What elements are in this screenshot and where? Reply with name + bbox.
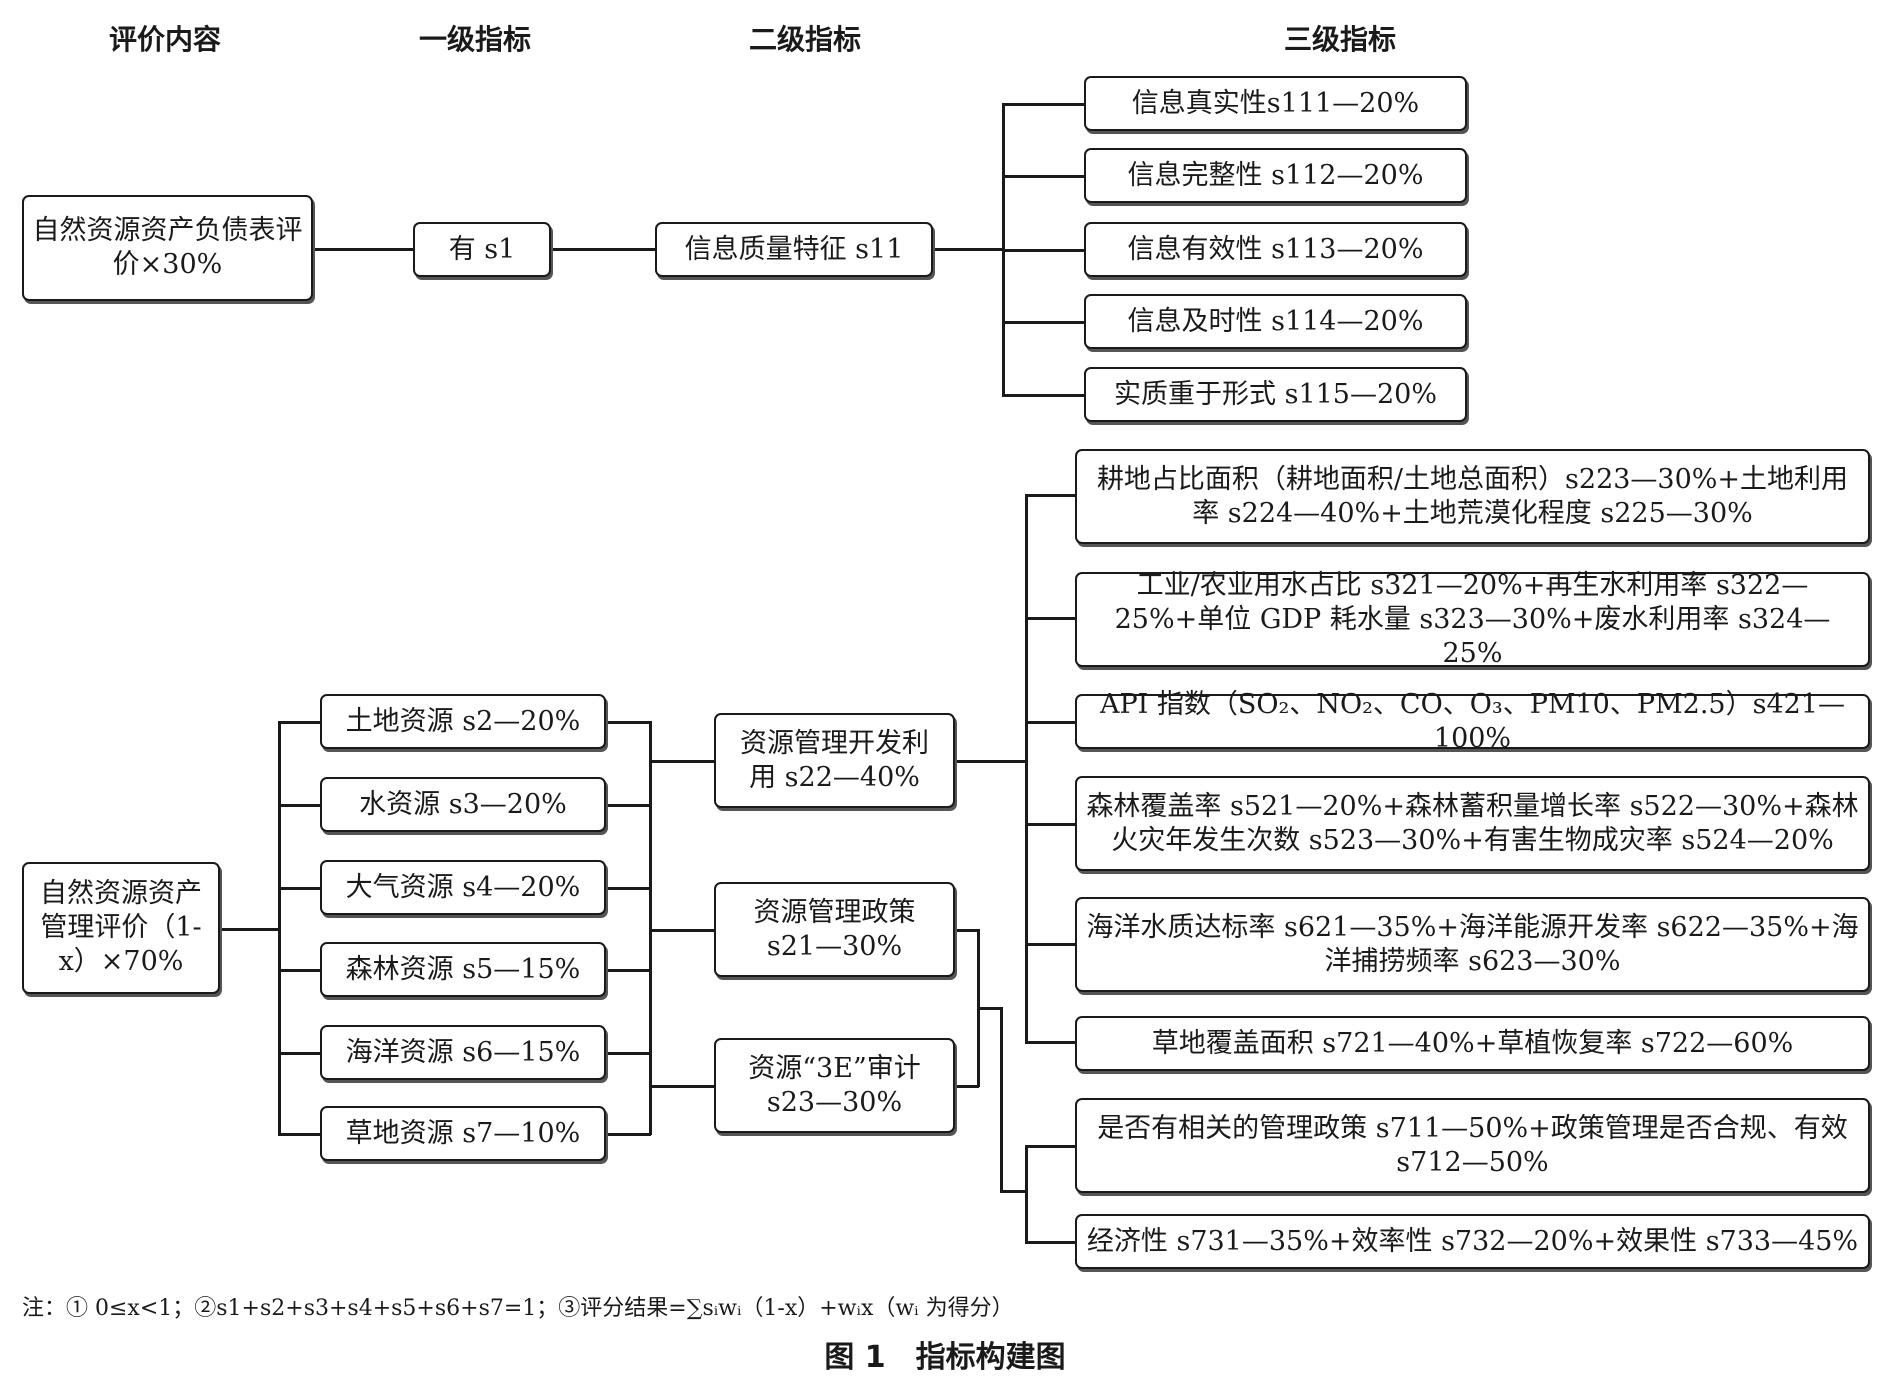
root-balance-sheet-evaluation: 自然资源资产负债表评价×30% [22,195,313,301]
level1-air-resources: 大气资源 s4—20% [320,860,606,915]
connector [551,248,655,251]
connector [1025,1241,1075,1244]
connector [977,1007,1002,1010]
connector [278,1052,320,1055]
connector [313,248,413,251]
connector [606,887,651,890]
level3-s111: 信息真实性s111—20% [1084,76,1467,131]
connector [606,721,651,724]
connector [1025,494,1028,1043]
footnote: 注：① 0≤x<1；②s1+s2+s3+s4+s5+s6+s7=1；③评分结果=… [22,1296,1014,1321]
level3-s113: 信息有效性 s113—20% [1084,222,1467,277]
connector [649,760,714,763]
connector [278,887,320,890]
level1-land-resources: 土地资源 s2—20% [320,694,606,749]
connector [649,929,714,932]
header-evaluation-content: 评价内容 [108,23,222,56]
connector [1025,943,1075,946]
connector [649,721,652,1135]
connector [1002,321,1084,324]
connector [220,928,280,931]
level3-grassland-indicators: 草地覆盖面积 s721—40%+草植恢复率 s722—60% [1075,1016,1870,1071]
level3-water-indicators: 工业/农业用水占比 s321—20%+再生水利用率 s322—25%+单位 GD… [1075,570,1870,669]
connector [1025,617,1075,620]
level3-air-indicators: API 指数（SO₂、NO₂、CO、O₃、PM10、PM2.5）s421—100… [1075,689,1870,754]
connector [606,1133,651,1136]
level3-forest-indicators: 森林覆盖率 s521—20%+森林蓄积量增长率 s522—30%+森林火灾年发生… [1075,776,1870,871]
level3-policy-indicators: 是否有相关的管理政策 s711—50%+政策管理是否合规、有效 s712—50% [1075,1098,1870,1193]
connector [278,804,320,807]
level3-ocean-indicators: 海洋水质达标率 s621—35%+海洋能源开发率 s622—35%+海洋捕捞频率… [1075,897,1870,992]
level2-info-quality: 信息质量特征 s11 [655,222,933,277]
level2-management-policy: 资源管理政策 s21—30% [714,882,955,977]
connector [1025,494,1075,497]
level1-ocean-resources: 海洋资源 s6—15% [320,1025,606,1080]
connector [606,804,651,807]
level1-grassland-resources: 草地资源 s7—10% [320,1106,606,1161]
connector [1002,394,1084,397]
level2-3e-audit: 资源“3E”审计 s23—30% [714,1038,955,1133]
level3-s115: 实质重于形式 s115—20% [1084,367,1467,422]
connector [649,1085,714,1088]
connector [278,721,320,724]
figure-title: 图 1 指标构建图 [824,1340,1066,1375]
level1-water-resources: 水资源 s3—20% [320,777,606,832]
connector [1002,249,1084,252]
root-asset-management-evaluation: 自然资源资产管理评价（1-x）×70% [22,862,220,994]
connector [955,1085,979,1088]
level1-s1: 有 s1 [413,222,551,277]
connector [1025,721,1075,724]
connector [933,248,1002,251]
level2-development-utilization: 资源管理开发利用 s22—40% [714,713,955,808]
header-level3: 三级指标 [1283,23,1397,56]
level3-3e-indicators: 经济性 s731—35%+效率性 s732—20%+效果性 s733—45% [1075,1214,1870,1269]
connector [606,969,651,972]
connector [278,721,281,1135]
level3-s114: 信息及时性 s114—20% [1084,294,1467,349]
connector [606,1052,651,1055]
header-level1: 一级指标 [418,23,532,56]
connector [1025,823,1075,826]
connector [955,929,979,932]
connector [278,1133,320,1136]
level1-forest-resources: 森林资源 s5—15% [320,942,606,997]
level3-s112: 信息完整性 s112—20% [1084,148,1467,203]
connector [1002,103,1084,106]
connector [955,760,1027,763]
connector [1025,1145,1028,1244]
connector [1025,1041,1075,1044]
header-level2: 二级指标 [748,23,862,56]
connector [1002,175,1084,178]
connector [278,969,320,972]
connector [1025,1145,1075,1148]
level3-land-indicators: 耕地占比面积（耕地面积/土地总面积）s223—30%+土地利用率 s224—40… [1075,449,1870,544]
connector [1000,1007,1003,1192]
connector [1000,1190,1027,1193]
